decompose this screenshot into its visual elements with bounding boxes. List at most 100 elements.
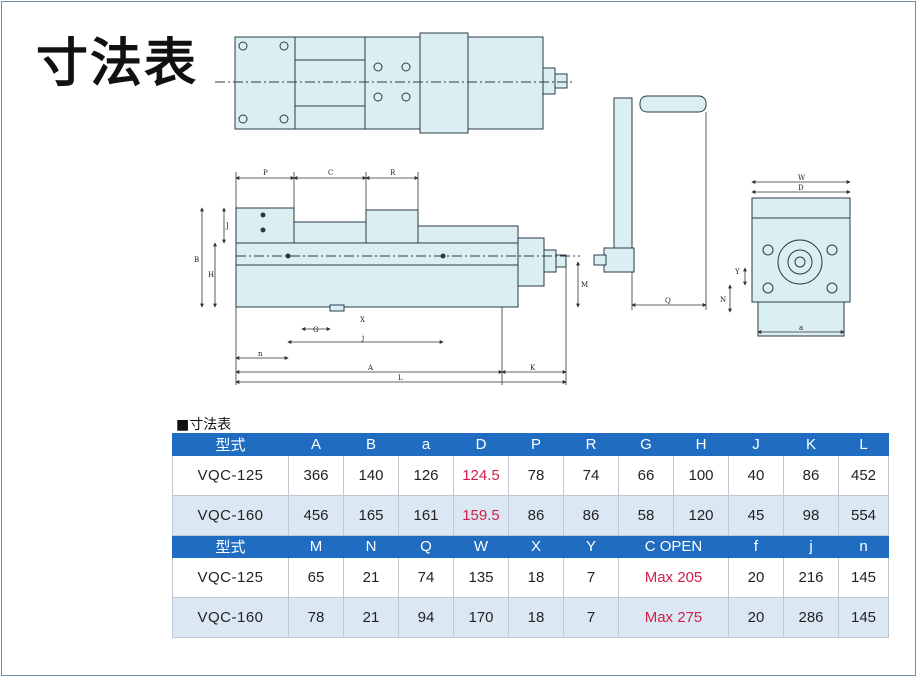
- table-cell: 74: [563, 455, 619, 496]
- table-cell: 554: [838, 495, 889, 536]
- table-cell: 21: [343, 597, 399, 638]
- label-W: W: [798, 174, 806, 182]
- label-P: P: [263, 169, 268, 177]
- label-A: A: [367, 364, 374, 372]
- table-cell: 45: [728, 495, 784, 536]
- table-cell: 456: [288, 495, 344, 536]
- table-cell: 78: [288, 597, 344, 638]
- table-cell: 58: [618, 495, 674, 536]
- header-cell: R: [563, 433, 619, 456]
- dimension-table: 型式 A B a D P R G H J K L VQC-125 366 140…: [172, 433, 889, 638]
- header-cell: 型式: [172, 535, 289, 558]
- table-cell: 286: [783, 597, 839, 638]
- header-cell: D: [453, 433, 509, 456]
- table-row: VQC-125 366 140 126 124.5 78 74 66 100 4…: [172, 455, 889, 496]
- header-cell: H: [673, 433, 729, 456]
- table-cell: 21: [343, 557, 399, 598]
- table-cell: 86: [563, 495, 619, 536]
- table-cell: 7: [563, 597, 619, 638]
- label-j: j: [361, 334, 364, 342]
- table-cell: 86: [508, 495, 564, 536]
- table-cell: 66: [618, 455, 674, 496]
- label-L: L: [398, 374, 403, 382]
- table-row: VQC-160 456 165 161 159.5 86 86 58 120 4…: [172, 495, 889, 536]
- label-J: J: [225, 222, 229, 230]
- header-cell: Q: [398, 535, 454, 558]
- table-cell-highlight: Max 275: [618, 597, 729, 638]
- model-cell: VQC-125: [172, 557, 289, 598]
- vise-technical-drawing: P C R J H B G X j n A L K M Q W D Y N a: [194, 32, 851, 385]
- table-cell: 18: [508, 557, 564, 598]
- table-cell: 86: [783, 455, 839, 496]
- label-N: N: [720, 296, 726, 304]
- table-cell: 145: [838, 597, 889, 638]
- label-H: H: [208, 271, 214, 279]
- top-view: [215, 32, 575, 134]
- label-Q: Q: [665, 297, 671, 305]
- label-Y: Y: [734, 268, 740, 276]
- header-cell: W: [453, 535, 509, 558]
- header-cell: M: [288, 535, 344, 558]
- table-cell: 65: [288, 557, 344, 598]
- table-row: VQC-160 78 21 94 170 18 7 Max 275 20 286…: [172, 597, 889, 638]
- table-caption: ■寸法表: [176, 417, 232, 433]
- header-cell: G: [618, 433, 674, 456]
- table-cell: 452: [838, 455, 889, 496]
- header-cell: C OPEN: [618, 535, 729, 558]
- table-header-row-2: 型式 M N Q W X Y C OPEN f j n: [172, 535, 889, 558]
- table-header-row-1: 型式 A B a D P R G H J K L: [172, 433, 889, 456]
- label-a: a: [799, 324, 803, 332]
- model-cell: VQC-160: [172, 597, 289, 638]
- page-title: 寸法表: [36, 34, 199, 94]
- table-cell-highlight: Max 205: [618, 557, 729, 598]
- table-cell: 78: [508, 455, 564, 496]
- header-cell: P: [508, 433, 564, 456]
- label-B: B: [194, 256, 199, 264]
- table-cell-highlight: 124.5: [453, 455, 509, 496]
- table-cell: 126: [398, 455, 454, 496]
- header-cell: B: [343, 433, 399, 456]
- label-M: M: [581, 281, 588, 289]
- label-K: K: [530, 364, 536, 372]
- label-X: X: [360, 316, 365, 324]
- label-R: R: [390, 169, 396, 177]
- table-cell: 20: [728, 597, 784, 638]
- table-cell: 40: [728, 455, 784, 496]
- table-cell: 74: [398, 557, 454, 598]
- model-cell: VQC-125: [172, 455, 289, 496]
- label-G: G: [313, 326, 319, 334]
- table-cell: 18: [508, 597, 564, 638]
- model-cell: VQC-160: [172, 495, 289, 536]
- label-C: C: [328, 169, 333, 177]
- table-cell: 135: [453, 557, 509, 598]
- table-cell-highlight: 159.5: [453, 495, 509, 536]
- end-view: [751, 197, 851, 337]
- header-cell: J: [728, 433, 784, 456]
- table-cell: 216: [783, 557, 839, 598]
- header-cell: f: [728, 535, 784, 558]
- table-cell: 140: [343, 455, 399, 496]
- header-cell: L: [838, 433, 889, 456]
- crank-handle: [593, 95, 707, 273]
- table-cell: 98: [783, 495, 839, 536]
- header-cell: X: [508, 535, 564, 558]
- table-cell: 145: [838, 557, 889, 598]
- table-row: VQC-125 65 21 74 135 18 7 Max 205 20 216…: [172, 557, 889, 598]
- table-cell: 120: [673, 495, 729, 536]
- header-cell: A: [288, 433, 344, 456]
- header-cell: a: [398, 433, 454, 456]
- table-cell: 161: [398, 495, 454, 536]
- table-cell: 366: [288, 455, 344, 496]
- header-cell: K: [783, 433, 839, 456]
- table-cell: 20: [728, 557, 784, 598]
- header-cell: 型式: [172, 433, 289, 456]
- table-cell: 7: [563, 557, 619, 598]
- header-cell: j: [783, 535, 839, 558]
- table-cell: 100: [673, 455, 729, 496]
- table-cell: 165: [343, 495, 399, 536]
- table-cell: 170: [453, 597, 509, 638]
- header-cell: n: [838, 535, 889, 558]
- label-n: n: [258, 350, 263, 358]
- header-cell: Y: [563, 535, 619, 558]
